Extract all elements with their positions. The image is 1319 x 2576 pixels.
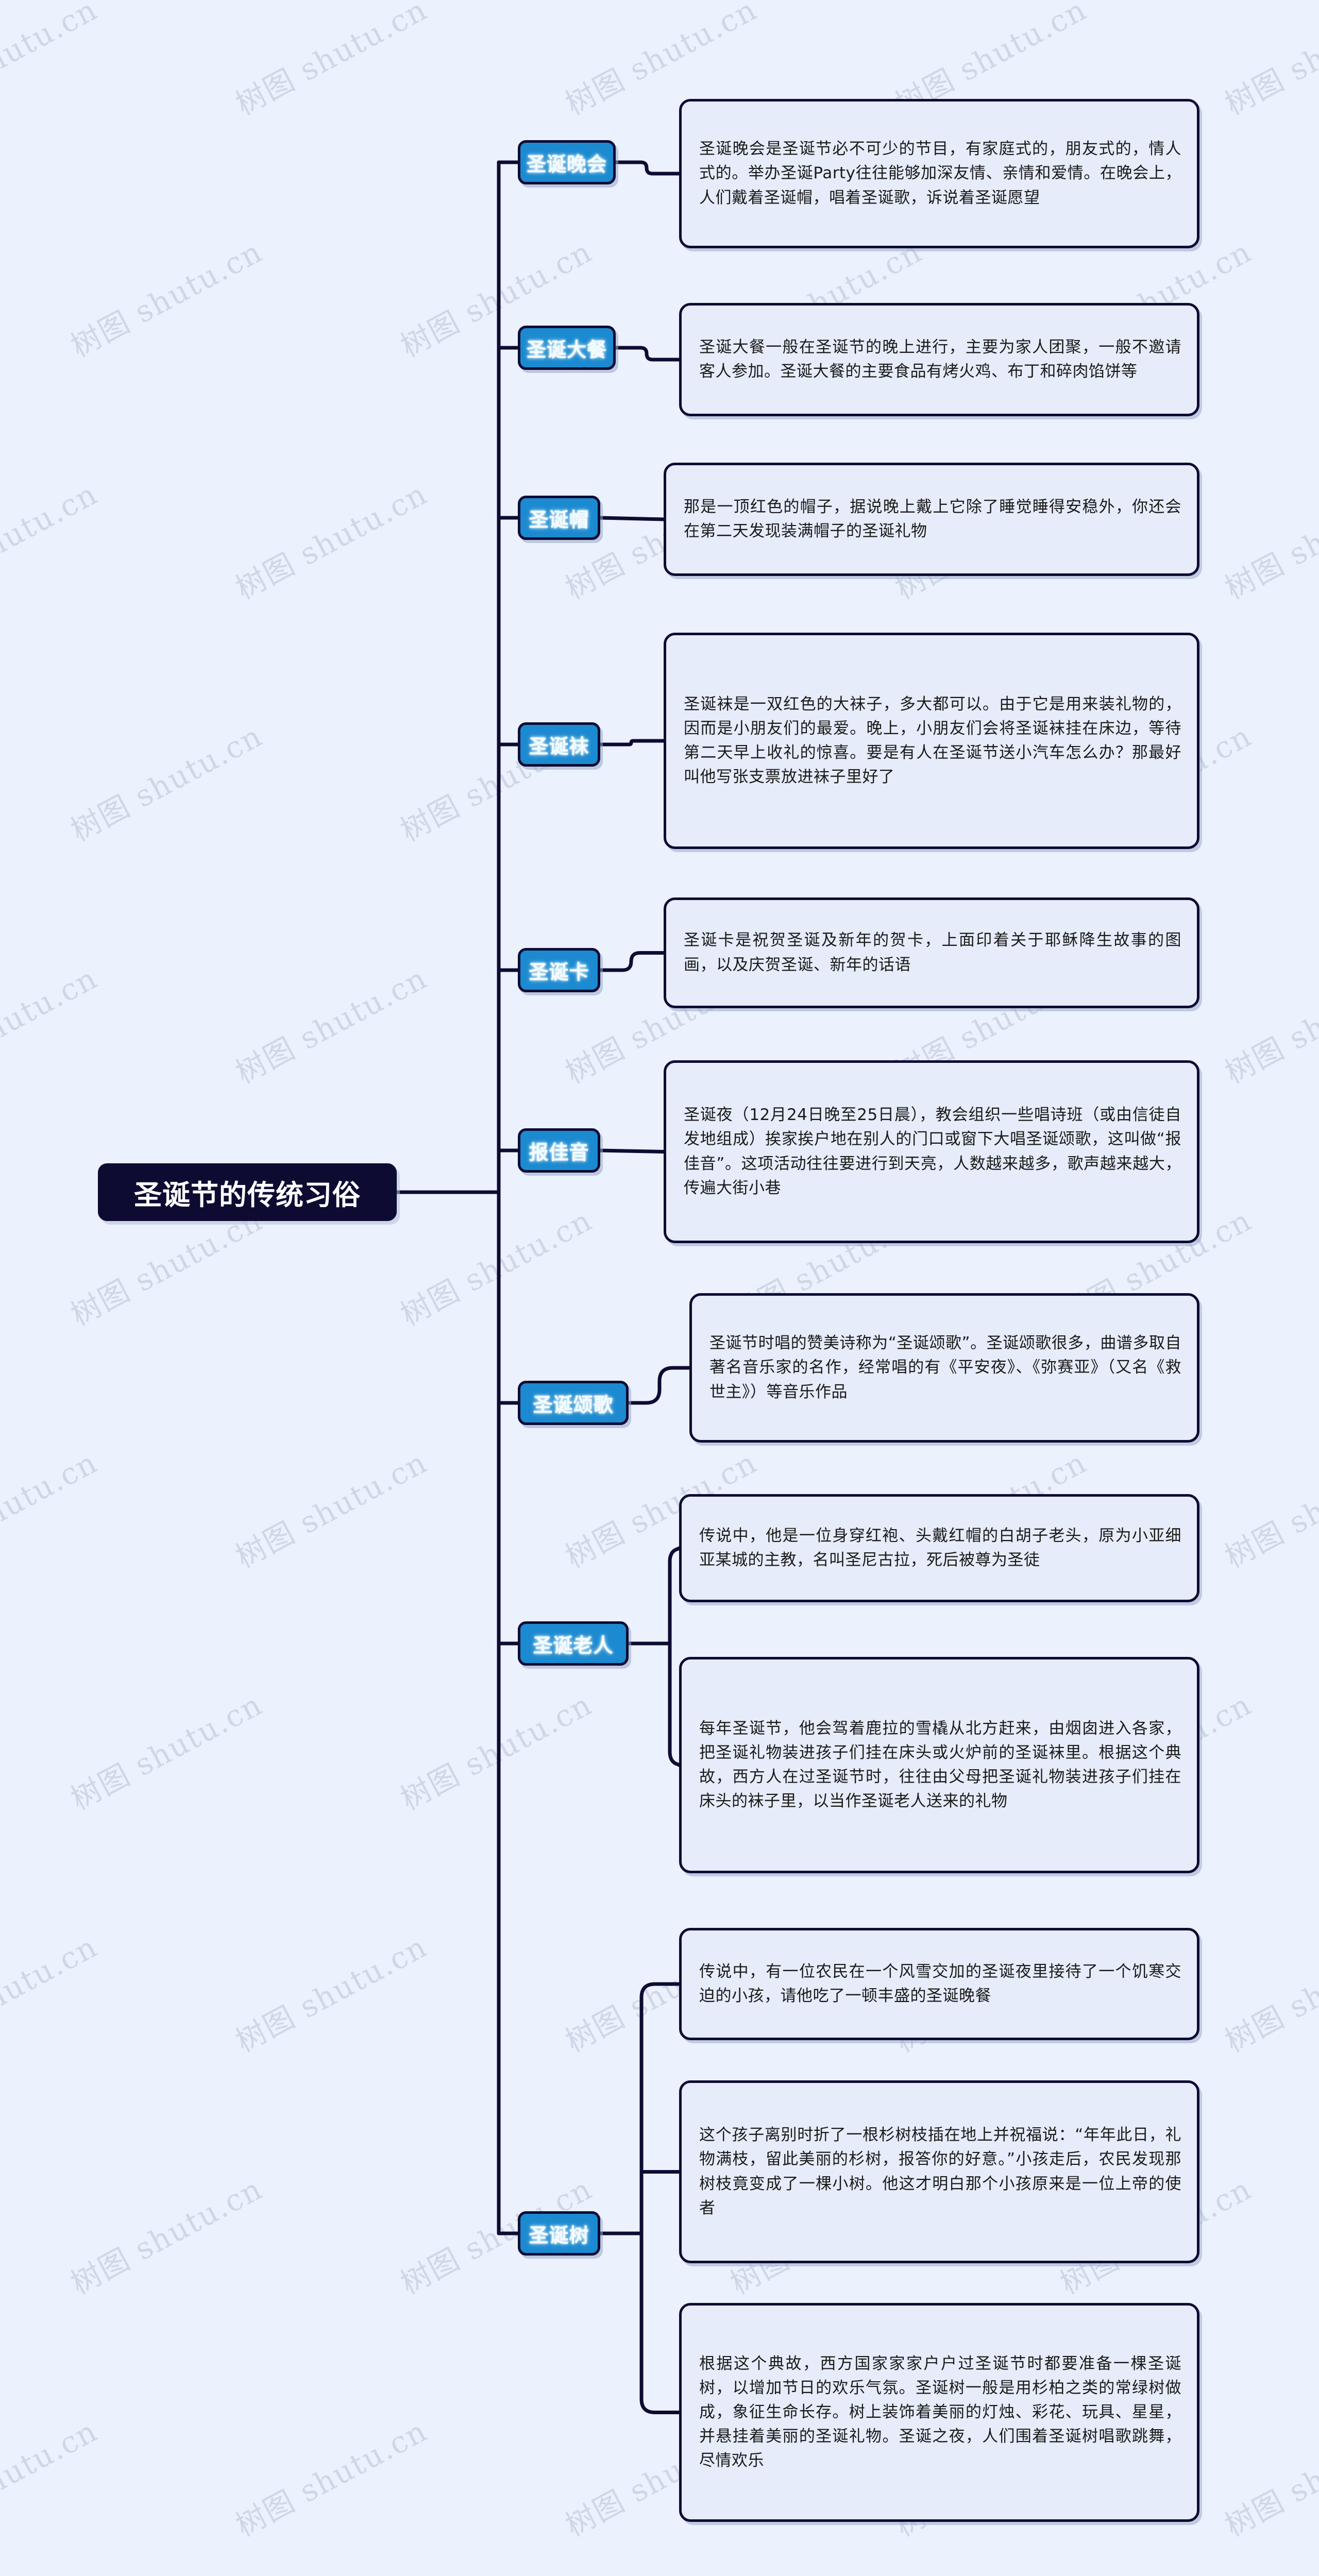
root-node-label: 圣诞节的传统习俗 bbox=[134, 1178, 361, 1211]
content-box-11[interactable]: 这个孩子离别时折了一根杉树枝插在地上并祝福说：“年年此日，礼物满枝，留此美丽的杉… bbox=[679, 2080, 1199, 2263]
root-node[interactable]: 圣诞节的传统习俗 bbox=[98, 1163, 397, 1221]
content-box-text: 圣诞大餐一般在圣诞节的晚上进行，主要为家人团聚，一般不邀请客人参加。圣诞大餐的主… bbox=[699, 337, 1181, 381]
content-box-3[interactable]: 那是一顶红色的帽子，据说晚上戴上它除了睡觉睡得安稳外，你还会在第二天发现装满帽子… bbox=[664, 463, 1199, 576]
content-box-text: 传说中，有一位农民在一个风雪交加的圣诞夜里接待了一个饥寒交迫的小孩，请他吃了一顿… bbox=[699, 1962, 1181, 2005]
content-box-text: 每年圣诞节，他会驾着鹿拉的雪橇从北方赶来，由烟囱进入各家，把圣诞礼物装进孩子们挂… bbox=[699, 1719, 1181, 1811]
branch-node-4[interactable]: 圣诞袜 bbox=[518, 722, 600, 767]
branch-node-label: 圣诞大餐 bbox=[526, 338, 607, 361]
branch-node-9[interactable]: 圣诞树 bbox=[518, 2211, 600, 2256]
branch-node-8[interactable]: 圣诞老人 bbox=[518, 1621, 629, 1666]
branch-node-label: 圣诞卡 bbox=[529, 960, 589, 984]
branch-node-label: 报佳音 bbox=[529, 1141, 589, 1164]
content-box-text: 这个孩子离别时折了一根杉树枝插在地上并祝福说：“年年此日，礼物满枝，留此美丽的杉… bbox=[699, 2126, 1181, 2217]
branch-node-7[interactable]: 圣诞颂歌 bbox=[518, 1381, 629, 1425]
content-box-8[interactable]: 传说中，他是一位身穿红袍、头戴红帽的白胡子老头，原为小亚细亚某城的主教，名叫圣尼… bbox=[679, 1494, 1199, 1602]
content-box-text: 圣诞节时唱的赞美诗称为“圣诞颂歌”。圣诞颂歌很多，曲谱多取自著名音乐家的名作，经… bbox=[709, 1334, 1181, 1401]
branch-node-5[interactable]: 圣诞卡 bbox=[518, 948, 600, 992]
content-box-12[interactable]: 根据这个典故，西方国家家家户户过圣诞节时都要准备一棵圣诞树，以增加节日的欢乐气氛… bbox=[679, 2303, 1199, 2522]
content-box-10[interactable]: 传说中，有一位农民在一个风雪交加的圣诞夜里接待了一个饥寒交迫的小孩，请他吃了一顿… bbox=[679, 1928, 1199, 2040]
content-box-7[interactable]: 圣诞节时唱的赞美诗称为“圣诞颂歌”。圣诞颂歌很多，曲谱多取自著名音乐家的名作，经… bbox=[689, 1293, 1199, 1443]
content-box-text: 传说中，他是一位身穿红袍、头戴红帽的白胡子老头，原为小亚细亚某城的主教，名叫圣尼… bbox=[699, 1526, 1181, 1569]
content-box-text: 根据这个典故，西方国家家家户户过圣诞节时都要准备一棵圣诞树，以增加节日的欢乐气氛… bbox=[699, 2354, 1181, 2470]
content-box-text: 圣诞夜（12月24日晚至25日晨），教会组织一些唱诗班（或由信徒自发地组成）挨家… bbox=[684, 1106, 1181, 1197]
content-box-4[interactable]: 圣诞袜是一双红色的大袜子，多大都可以。由于它是用来装礼物的，因而是小朋友们的最爱… bbox=[664, 633, 1199, 849]
branch-node-label: 圣诞晚会 bbox=[526, 152, 607, 176]
branch-node-label: 圣诞树 bbox=[529, 2224, 589, 2247]
content-box-text: 圣诞卡是祝贺圣诞及新年的贺卡，上面印着关于耶稣降生故事的图画，以及庆贺圣诞、新年… bbox=[684, 931, 1181, 974]
content-box-text: 圣诞袜是一双红色的大袜子，多大都可以。由于它是用来装礼物的，因而是小朋友们的最爱… bbox=[684, 694, 1181, 787]
branch-node-6[interactable]: 报佳音 bbox=[518, 1128, 600, 1173]
content-box-2[interactable]: 圣诞大餐一般在圣诞节的晚上进行，主要为家人团聚，一般不邀请客人参加。圣诞大餐的主… bbox=[679, 303, 1199, 416]
branch-node-label: 圣诞颂歌 bbox=[533, 1393, 614, 1416]
content-box-text: 那是一顶红色的帽子，据说晚上戴上它除了睡觉睡得安稳外，你还会在第二天发现装满帽子… bbox=[684, 497, 1181, 540]
branch-node-label: 圣诞老人 bbox=[533, 1634, 614, 1657]
branch-node-1[interactable]: 圣诞晚会 bbox=[518, 140, 616, 184]
branch-node-3[interactable]: 圣诞帽 bbox=[518, 496, 600, 540]
content-box-1[interactable]: 圣诞晚会是圣诞节必不可少的节目，有家庭式的，朋友式的，情人式的。举办圣诞Part… bbox=[679, 99, 1199, 248]
content-box-5[interactable]: 圣诞卡是祝贺圣诞及新年的贺卡，上面印着关于耶稣降生故事的图画，以及庆贺圣诞、新年… bbox=[664, 897, 1199, 1008]
branch-node-label: 圣诞帽 bbox=[529, 508, 589, 531]
content-box-text: 圣诞晚会是圣诞节必不可少的节目，有家庭式的，朋友式的，情人式的。举办圣诞Part… bbox=[699, 140, 1181, 207]
branch-node-2[interactable]: 圣诞大餐 bbox=[518, 326, 616, 370]
content-box-9[interactable]: 每年圣诞节，他会驾着鹿拉的雪橇从北方赶来，由烟囱进入各家，把圣诞礼物装进孩子们挂… bbox=[679, 1657, 1199, 1873]
content-box-6[interactable]: 圣诞夜（12月24日晚至25日晨），教会组织一些唱诗班（或由信徒自发地组成）挨家… bbox=[664, 1060, 1199, 1243]
branch-node-label: 圣诞袜 bbox=[529, 735, 589, 758]
